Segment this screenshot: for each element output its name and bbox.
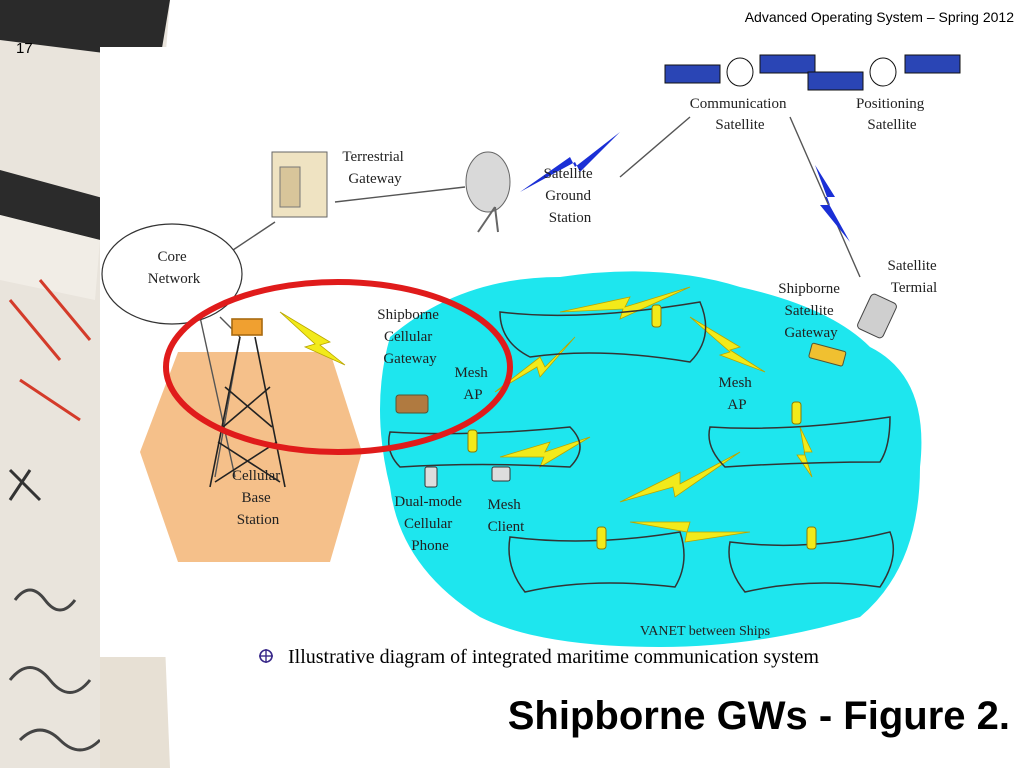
label-satellite-terminal: Satellite Termial [888, 258, 941, 296]
label-core-network: Core Network [148, 249, 201, 287]
label-mesh-ap-right: Mesh AP [718, 375, 755, 413]
caption-text: Illustrative diagram of integrated marit… [288, 646, 819, 668]
cellular-coverage-hexagon [140, 352, 362, 562]
label-positioning-satellite: Positioning Satellite [856, 96, 928, 133]
cellular-tower-icon [209, 318, 286, 488]
mesh-ap-icon [651, 304, 662, 328]
satellite-terminal-icon [857, 293, 897, 339]
ground-station-dish-icon [465, 151, 511, 233]
slide-number: 17 [16, 40, 33, 57]
dual-mode-phone-icon [424, 466, 438, 488]
label-shipborne-satellite-gateway: Shipborne Satellite Gateway [778, 281, 843, 341]
label-communication-satellite: Communication Satellite [690, 96, 790, 133]
label-terrestrial-gateway: Terrestrial Gateway [342, 149, 407, 187]
slide-header: Advanced Operating System – Spring 2012 [744, 9, 1014, 25]
label-shipborne-cellular-gateway: Shipborne Cellular Gateway [377, 307, 442, 367]
slide-title: Shipborne GWs - Figure 2. [507, 694, 1010, 738]
mesh-client-icon [491, 466, 511, 482]
positioning-satellite-icon [807, 54, 961, 91]
vanet-region [380, 271, 922, 647]
satellite-link-bolt-2 [815, 165, 850, 242]
communication-satellite-icon [664, 54, 816, 87]
mesh-ap-icon [806, 526, 817, 550]
label-mesh-ap-left: Mesh AP [454, 365, 491, 403]
cellular-gateway-icon [395, 394, 429, 414]
mesh-ap-icon [596, 526, 607, 550]
satellite-link-bolt-1 [520, 132, 620, 192]
wireless-link-bolts [279, 286, 813, 543]
satellite-gateway-icon [808, 342, 847, 367]
core-network-ellipse [101, 223, 243, 325]
terrestrial-gateway-icon [271, 151, 328, 218]
mesh-ap-nodes [467, 304, 817, 550]
label-dual-mode-phone: Dual-mode Cellular Phone [394, 494, 465, 554]
maritime-network-diagram: Communication Satellite Positioning Sate… [100, 47, 1000, 657]
label-mesh-client: Mesh Client [487, 497, 525, 535]
mesh-ap-icon [791, 401, 802, 425]
caption-bullet: Illustrative diagram of integrated marit… [258, 646, 819, 669]
mesh-ap-icon [467, 429, 478, 453]
crosshair-bullet-icon [259, 649, 273, 663]
highlight-circle [163, 279, 513, 455]
label-vanet: VANET between Ships [640, 624, 770, 639]
label-cellular-base-station: Cellular Base Station [232, 468, 284, 528]
label-satellite-ground-station: Satellite Ground Station [544, 166, 597, 226]
